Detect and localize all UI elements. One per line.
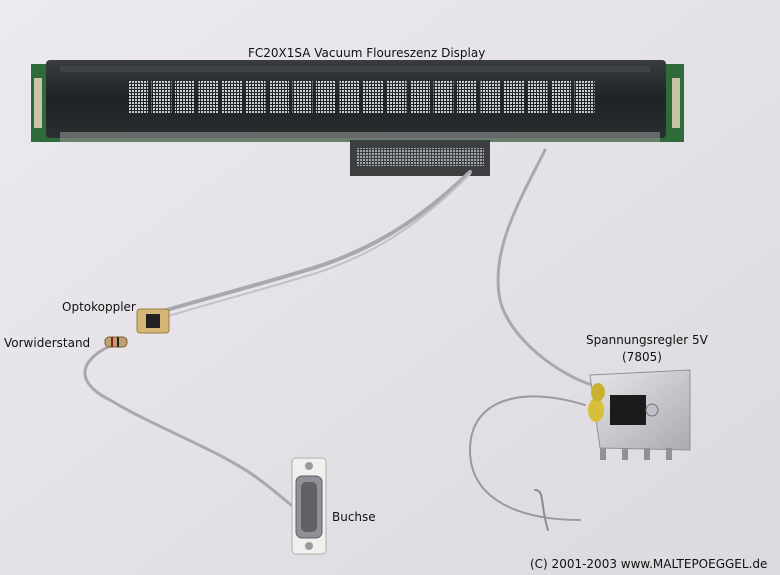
vfd-character-cell xyxy=(269,80,289,114)
vfd-character-cell xyxy=(339,80,360,114)
spannungsregler-label: Spannungsregler 5V xyxy=(586,333,708,347)
vfd-character-cell xyxy=(574,80,595,114)
vfd-character-cell xyxy=(175,80,195,114)
vfd-character-cell xyxy=(410,80,430,114)
vfd-character-cell xyxy=(245,80,266,114)
vfd-character-cell xyxy=(527,80,548,114)
vorwiderstand-label: Vorwiderstand xyxy=(4,336,91,350)
vfd-character-cell xyxy=(457,80,477,114)
vfd-character-cell xyxy=(222,80,242,114)
left-pins xyxy=(34,78,42,128)
cable-display-to-opto xyxy=(158,170,472,314)
vfd-character-cell xyxy=(363,80,383,114)
spannungsregler-assembly xyxy=(588,369,691,460)
vfd-character-cell xyxy=(292,80,313,114)
vfd-module xyxy=(31,60,684,142)
buchse-label: Buchse xyxy=(332,510,376,524)
buchse-db9-connector xyxy=(291,457,327,555)
copyright-label: (C) 2001-2003 www.MALTEPOEGGEL.de xyxy=(530,557,768,571)
vfd-character-cell xyxy=(551,80,571,114)
regulator-model-label: (7805) xyxy=(622,350,662,364)
vfd-character-cell xyxy=(386,80,407,114)
vfd-character-cell xyxy=(198,80,219,114)
cable-vorwiderstand-to-buchse xyxy=(83,338,300,512)
vfd-character-cell xyxy=(151,80,172,114)
vfd-character-cell xyxy=(504,80,524,114)
power-lead-loop xyxy=(468,395,586,521)
vfd-character-cell xyxy=(316,80,336,114)
cables xyxy=(83,148,594,531)
optokoppler-label: Optokoppler xyxy=(62,300,136,314)
7805-regulator-chip xyxy=(610,395,646,425)
vorwiderstand-component xyxy=(104,336,128,348)
optokoppler-component xyxy=(136,308,170,334)
vfd-character-cell xyxy=(480,80,501,114)
display-title-label: FC20X1SA Vacuum Floureszenz Display xyxy=(248,46,486,60)
vfd-character-row xyxy=(128,80,595,114)
ribbon-connector xyxy=(350,140,490,176)
vfd-character-cell xyxy=(433,80,454,114)
cable-display-to-regulator xyxy=(496,148,594,387)
vfd-character-cell xyxy=(128,80,148,114)
right-pins xyxy=(672,78,680,128)
capacitor-yellow xyxy=(588,398,604,422)
